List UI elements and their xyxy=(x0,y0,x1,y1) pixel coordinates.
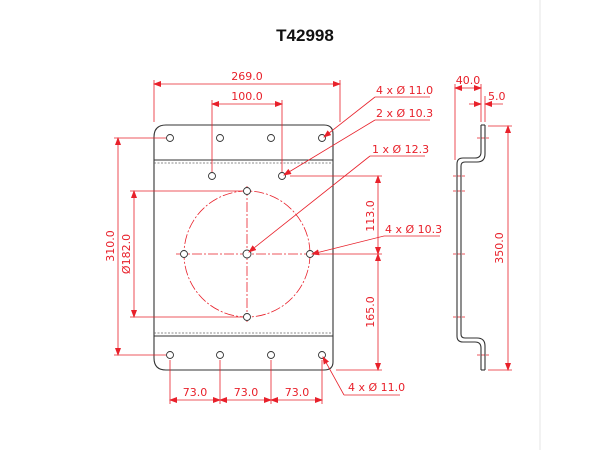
callout-bottom-corner-holes: 4 x Ø 11.0 xyxy=(348,381,405,394)
side-profile-inner xyxy=(460,125,486,370)
hole-icon xyxy=(216,134,224,142)
hole-icon xyxy=(166,351,174,359)
hole-icon xyxy=(166,134,174,142)
plate-outline xyxy=(153,124,334,371)
drawing-title: T42998 xyxy=(276,26,334,45)
dim-hole-spacing: 100.0 xyxy=(231,90,263,103)
front-view xyxy=(153,124,334,371)
dim-circle-diameter: Ø182.0 xyxy=(120,234,133,274)
hole-icon xyxy=(180,250,188,258)
hole-icon xyxy=(243,313,251,321)
hole-icon xyxy=(278,172,286,180)
dim-width: 269.0 xyxy=(231,70,263,83)
hole-icon xyxy=(267,134,275,142)
dim-bottom-spacing-1: 73.0 xyxy=(183,386,208,399)
callout-circle-holes: 4 x Ø 10.3 xyxy=(385,223,442,236)
dim-lower-offset: 165.0 xyxy=(364,296,377,328)
hole-icon xyxy=(267,351,275,359)
side-view xyxy=(453,124,489,371)
dim-side-offset: 40.0 xyxy=(456,74,481,87)
hole-icon xyxy=(318,351,326,359)
dim-upper-offset: 113.0 xyxy=(364,200,377,232)
dim-side-height: 350.0 xyxy=(493,232,506,264)
hole-icon xyxy=(216,351,224,359)
dim-thickness: 5.0 xyxy=(488,90,506,103)
hole-icon xyxy=(208,172,216,180)
hole-icon xyxy=(318,134,326,142)
callout-top-corner-holes: 4 x Ø 11.0 xyxy=(376,84,433,97)
dim-bottom-spacing-3: 73.0 xyxy=(285,386,310,399)
callout-upper-middle-holes: 2 x Ø 10.3 xyxy=(376,107,433,120)
hole-icon xyxy=(243,187,251,195)
dim-height: 310.0 xyxy=(104,230,117,262)
dim-bottom-spacing-2: 73.0 xyxy=(234,386,259,399)
holes xyxy=(166,134,326,359)
callout-center-hole: 1 x Ø 12.3 xyxy=(372,143,429,156)
side-profile-outer xyxy=(456,125,482,370)
